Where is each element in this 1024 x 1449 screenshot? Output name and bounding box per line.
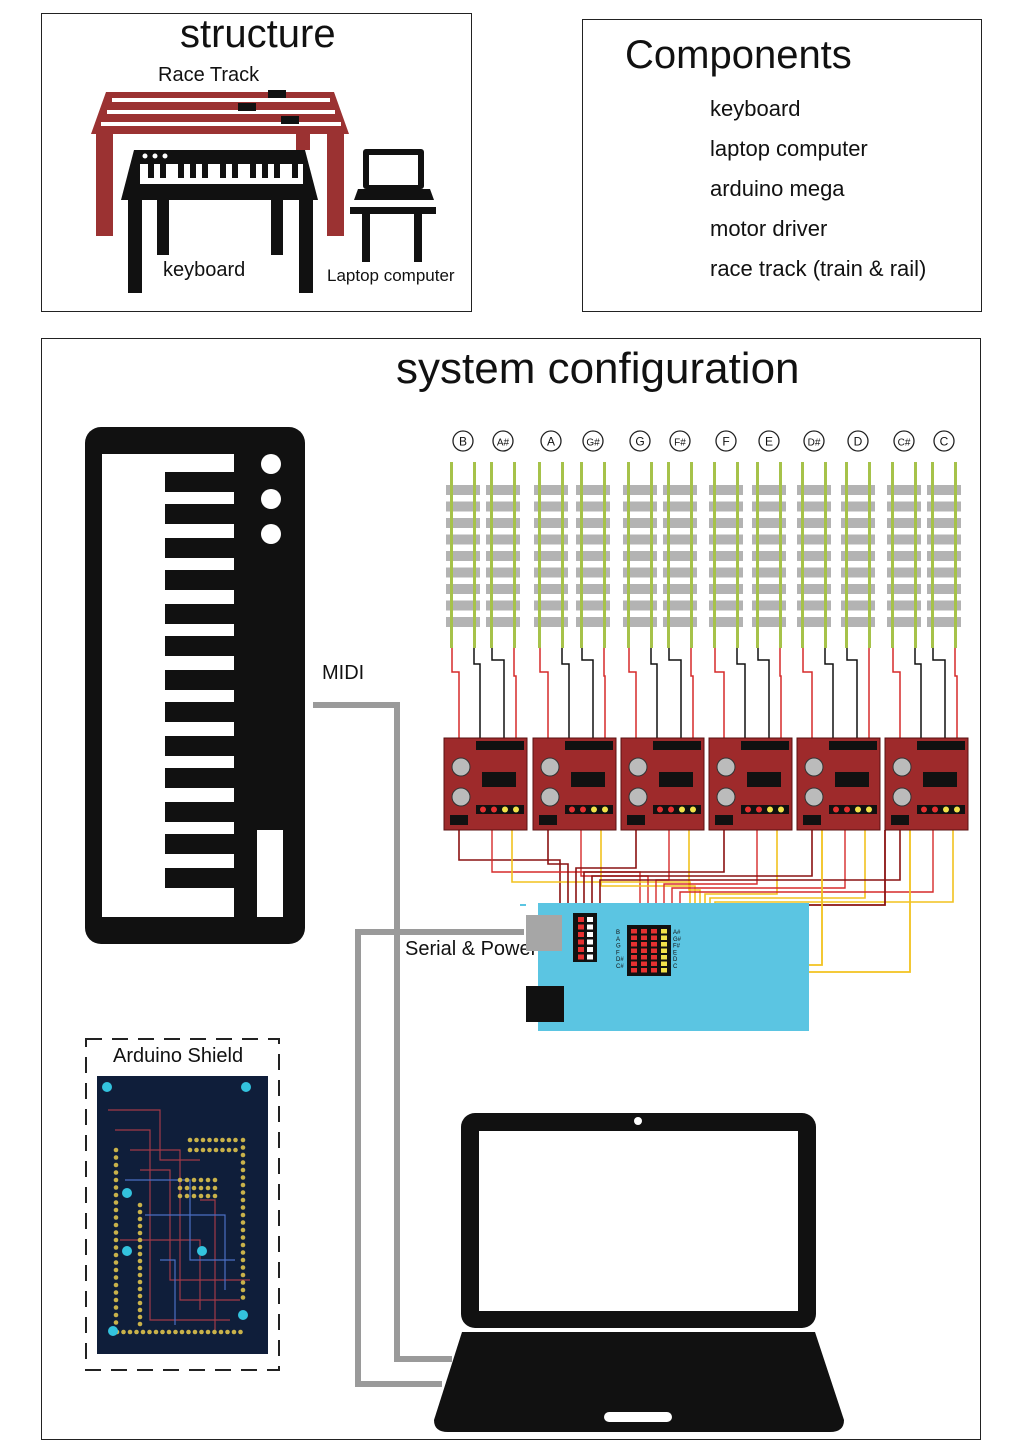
structure-keyboard-label: keyboard	[163, 259, 246, 281]
components-panel	[582, 19, 982, 312]
note-text: B	[459, 435, 467, 449]
note-text: D	[854, 435, 863, 449]
motor-driver	[443, 737, 528, 831]
structure-title: structure	[180, 12, 336, 56]
note-label-g: G	[629, 430, 651, 452]
note-label-b: B	[452, 430, 474, 452]
pin-label: F	[616, 950, 620, 956]
black-key	[165, 834, 234, 854]
keyboard-stand-icon	[121, 150, 318, 293]
note-text: G#	[586, 438, 600, 449]
black-key	[165, 768, 234, 788]
components-title: Components	[625, 33, 852, 77]
midi-label: MIDI	[322, 662, 365, 684]
motor-driver	[796, 737, 881, 831]
pin-label: D	[673, 957, 678, 963]
rail-track	[623, 462, 657, 648]
rail-track	[797, 462, 831, 648]
component-item: keyboard	[710, 96, 801, 121]
pin-label: B	[616, 930, 620, 936]
pin-label: E	[673, 950, 677, 956]
rail-track	[663, 462, 697, 648]
note-text: F#	[674, 438, 686, 449]
motor-driver	[884, 737, 969, 831]
race-track-label: Race Track	[158, 64, 260, 86]
black-key	[165, 868, 234, 888]
note-label-d: D	[847, 430, 869, 452]
black-key	[165, 504, 234, 524]
note-label-fsharp: F#	[669, 430, 691, 452]
black-key	[165, 736, 234, 756]
component-item: laptop computer	[710, 136, 868, 161]
rail-track	[752, 462, 786, 648]
motor-driver	[532, 737, 617, 831]
note-text: A#	[497, 438, 510, 449]
system-configuration-title: system configuration	[396, 344, 800, 393]
black-key	[165, 472, 234, 492]
pin-label: C	[673, 964, 678, 970]
pin-label: A	[616, 937, 620, 943]
structure-laptop-label: Laptop computer	[327, 266, 455, 285]
black-key	[165, 802, 234, 822]
component-item: motor driver	[710, 216, 828, 241]
note-label-c: C	[933, 430, 955, 452]
pin-label: C#	[616, 964, 624, 970]
pin-label: A#	[673, 930, 681, 936]
pin-label: G	[616, 944, 621, 950]
arduino-shield-label: Arduino Shield	[113, 1045, 244, 1067]
rail-track	[841, 462, 875, 648]
arduino-mega-board	[520, 903, 809, 1031]
note-label-a: A	[540, 430, 562, 452]
laptop-computer-icon	[434, 1113, 844, 1432]
rail-track	[887, 462, 921, 648]
pin-label: D#	[616, 957, 624, 963]
note-label-asharp: A#	[492, 430, 514, 452]
black-key	[165, 538, 234, 558]
rail-track	[534, 462, 568, 648]
serial-power-label: Serial & Power	[405, 938, 538, 960]
rail-track	[709, 462, 743, 648]
rail-track	[446, 462, 480, 648]
note-text: A	[547, 435, 555, 449]
midi-cable	[313, 702, 452, 1362]
note-label-f: F	[715, 430, 737, 452]
note-label-dsharp: D#	[803, 430, 825, 452]
note-text: F	[722, 435, 729, 449]
black-key	[165, 570, 234, 590]
arduino-shield-pcb	[97, 1076, 268, 1354]
note-text: C	[940, 435, 949, 449]
black-key	[165, 670, 234, 690]
black-key	[165, 636, 234, 656]
note-label-e: E	[758, 430, 780, 452]
rail-track	[576, 462, 610, 648]
race-track-table-icon	[91, 90, 349, 236]
structure-panel	[41, 13, 472, 312]
pin-label: G#	[673, 937, 682, 943]
black-key	[165, 702, 234, 722]
note-text: G	[635, 435, 644, 449]
system-configuration-panel	[41, 338, 981, 1440]
note-label-gsharp: G#	[582, 430, 604, 452]
rail-track	[927, 462, 961, 648]
component-item: race track (train & rail)	[710, 256, 927, 281]
rail-track	[486, 462, 520, 648]
black-key	[165, 604, 234, 624]
note-label-csharp: C#	[893, 430, 915, 452]
component-item: arduino mega	[710, 176, 845, 201]
note-text: C#	[898, 438, 911, 449]
serial-power-cable	[355, 929, 524, 1387]
note-text: E	[765, 435, 773, 449]
motor-driver	[708, 737, 793, 831]
pin-label: F#	[673, 944, 681, 950]
midi-keyboard-icon	[85, 427, 305, 944]
note-text: D#	[808, 438, 821, 449]
motor-driver	[620, 737, 705, 831]
laptop-stand-icon	[350, 149, 436, 262]
